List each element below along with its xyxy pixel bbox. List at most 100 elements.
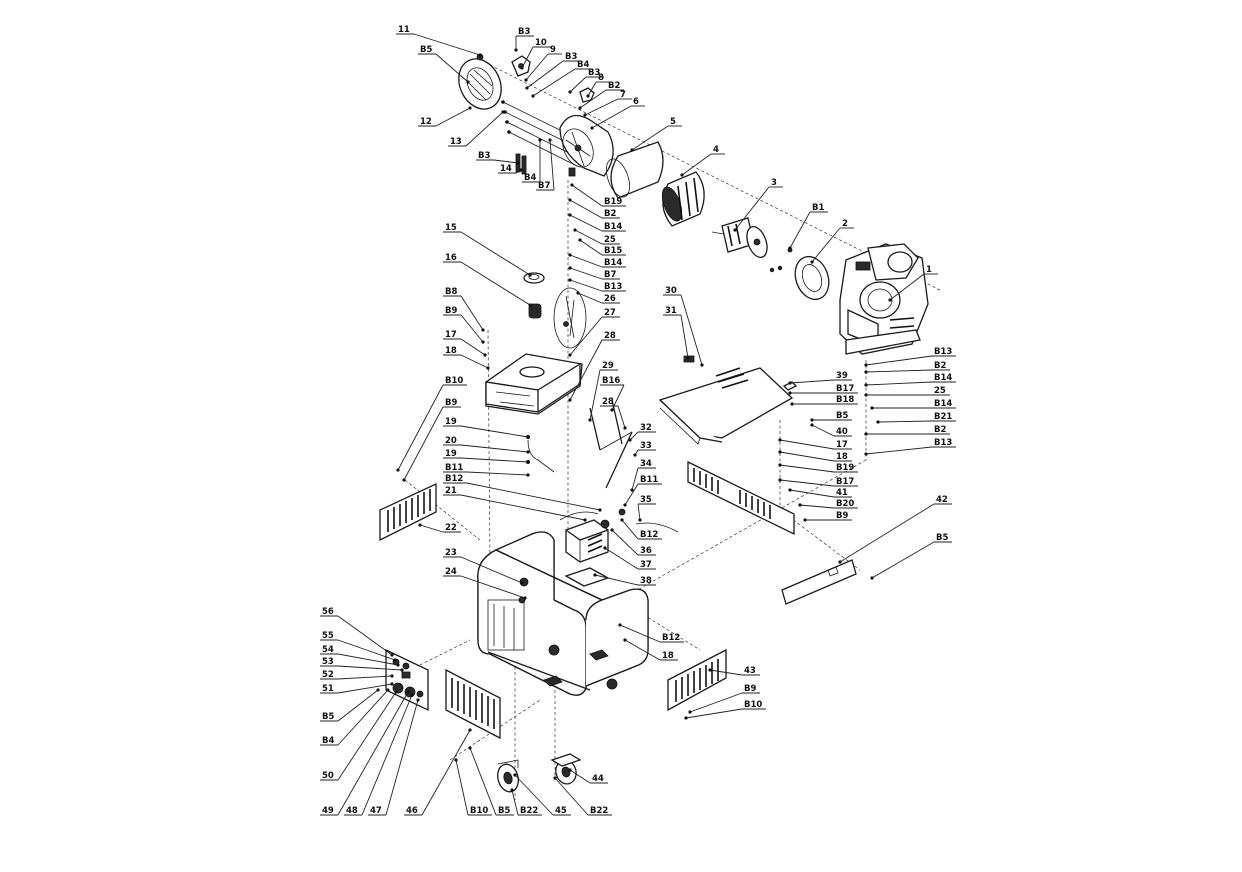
callout-dot xyxy=(418,523,422,527)
callout-number: 41 xyxy=(836,488,848,498)
callout-number: 15 xyxy=(445,223,457,233)
callout-dot xyxy=(623,426,627,430)
callout-number: 49 xyxy=(322,806,334,816)
callout-18: 18 xyxy=(778,450,852,462)
callout-leader xyxy=(619,624,661,643)
callout-19: 19 xyxy=(443,449,530,464)
callout-dot xyxy=(864,363,868,367)
callout-26: 26 xyxy=(576,291,620,304)
callout-33: 33 xyxy=(633,441,656,457)
callout-leader xyxy=(337,689,389,746)
callout-b22: B22 xyxy=(510,788,542,816)
callout-b12: B12 xyxy=(620,518,662,540)
callout-dot xyxy=(578,238,582,242)
callout-number: 31 xyxy=(665,306,677,316)
callout-dot xyxy=(630,148,634,152)
callout-leader xyxy=(385,699,419,816)
callout-number: B7 xyxy=(604,270,616,280)
callout-number: B22 xyxy=(520,806,538,816)
callout-13: 13 xyxy=(448,110,505,147)
callout-leader xyxy=(811,227,841,263)
callout-dot xyxy=(402,478,406,482)
callout-number: 51 xyxy=(322,684,334,694)
callout-30: 30 xyxy=(663,286,704,367)
callout-number: 47 xyxy=(370,806,382,816)
callout-dot xyxy=(520,581,524,585)
callout-20: 20 xyxy=(443,436,530,454)
callout-dot xyxy=(864,370,868,374)
callout-leader xyxy=(421,729,471,816)
callout-dot xyxy=(686,356,690,360)
callout-b3: B3 xyxy=(476,151,520,165)
callout-dot xyxy=(790,402,794,406)
callout-b14: B14 xyxy=(568,253,626,268)
callout-number: B12 xyxy=(662,633,680,643)
callout-number: 24 xyxy=(445,567,457,577)
fuel-line-icon xyxy=(526,435,555,473)
callout-b22: B22 xyxy=(553,776,612,816)
callout-number: B17 xyxy=(836,477,854,487)
callout-number: B9 xyxy=(445,398,457,408)
callout-leader xyxy=(460,261,531,306)
callout-dot xyxy=(733,228,737,232)
callout-number: 20 xyxy=(445,436,457,446)
callout-dot xyxy=(393,658,397,662)
callout-leader xyxy=(637,503,641,521)
callout-leader xyxy=(594,574,639,586)
callout-number: 27 xyxy=(604,308,616,318)
callout-b4: B4 xyxy=(531,60,593,98)
callout-b8: B8 xyxy=(443,287,485,332)
callout-leader xyxy=(631,467,639,491)
callout-dot xyxy=(390,682,394,686)
callout-leader xyxy=(680,314,689,359)
callout-number: B5 xyxy=(836,411,848,421)
callout-b5: B5 xyxy=(320,688,380,722)
callout-b2: B2 xyxy=(568,198,620,219)
callout-21: 21 xyxy=(443,486,587,522)
callout-dot xyxy=(620,518,624,522)
callout-number: B3 xyxy=(565,52,577,62)
callout-b11: B11 xyxy=(443,463,530,477)
callout-leader xyxy=(337,683,393,694)
callout-leader xyxy=(337,653,399,666)
callout-number: B14 xyxy=(604,222,622,232)
callout-dot xyxy=(810,418,814,422)
callout-dot xyxy=(396,468,400,472)
callout-number: 18 xyxy=(662,651,674,661)
callout-41: 41 xyxy=(788,488,852,498)
callout-dot xyxy=(526,450,530,454)
callout-17: 17 xyxy=(443,330,487,357)
callout-leader xyxy=(617,405,626,429)
callout-dot xyxy=(788,381,792,385)
callout-b3: B3 xyxy=(525,52,581,90)
callout-number: 3 xyxy=(771,178,777,188)
callout-dot xyxy=(570,183,574,187)
callout-number: B4 xyxy=(322,736,334,746)
callout-number: 6 xyxy=(633,97,639,107)
callout-dot xyxy=(610,528,614,532)
callout-leader xyxy=(460,457,529,463)
callout-number: B16 xyxy=(602,376,620,386)
callout-leader xyxy=(569,267,603,280)
callout-dot xyxy=(788,488,792,492)
callout-dot xyxy=(468,746,472,750)
callout-leader xyxy=(604,547,639,570)
callout-number: B5 xyxy=(498,806,510,816)
callout-dot xyxy=(618,623,622,627)
callout-b4: B4 xyxy=(522,138,542,183)
callout-b3: B3 xyxy=(568,68,604,94)
callout-12: 12 xyxy=(418,106,472,127)
callout-number: 7 xyxy=(620,90,626,100)
callout-dot xyxy=(708,668,712,672)
callout-dot xyxy=(838,560,842,564)
callout-number: 28 xyxy=(602,397,614,407)
callout-23: 23 xyxy=(443,548,524,585)
callout-leader xyxy=(337,665,403,671)
callout-leader xyxy=(577,292,603,304)
callout-dot xyxy=(538,138,542,142)
callout-dot xyxy=(386,688,390,692)
callout-25: 25 xyxy=(864,386,950,397)
callout-leader xyxy=(789,489,835,498)
callout-54: 54 xyxy=(320,645,400,667)
callout-leader xyxy=(466,482,601,511)
